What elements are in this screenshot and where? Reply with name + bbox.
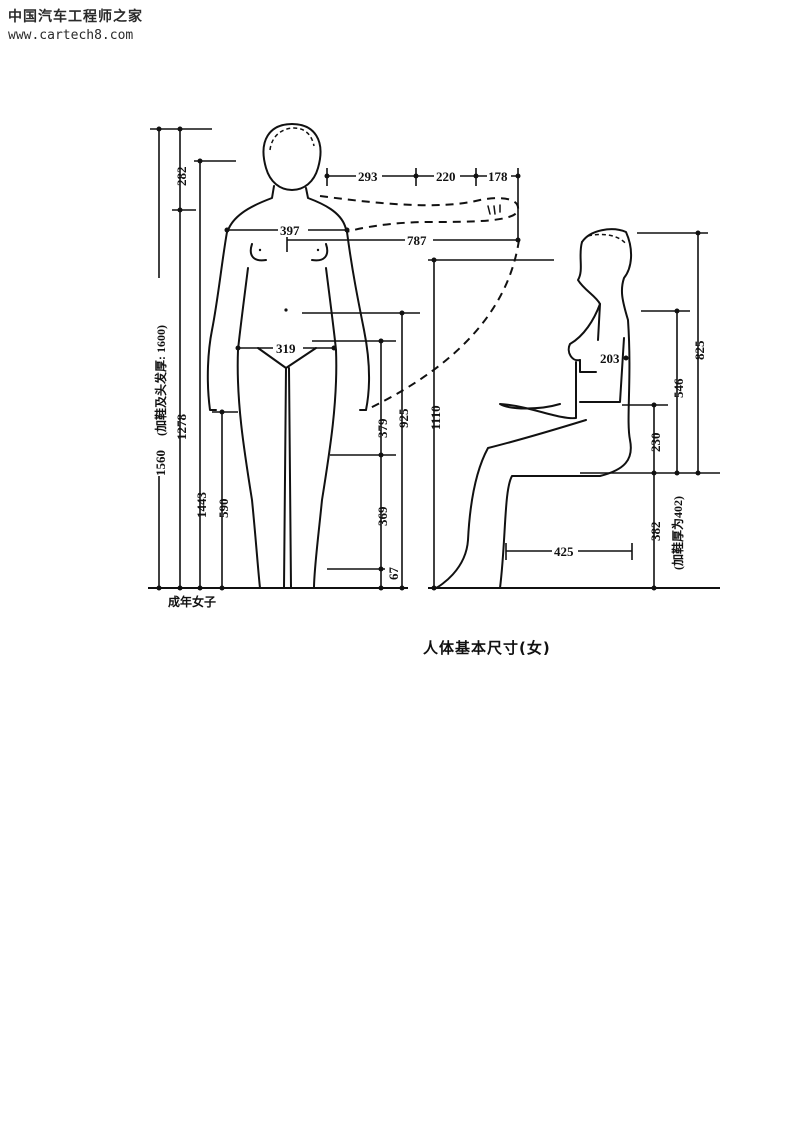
label-shoulder-width: 397 (280, 223, 300, 238)
seated-dimensions (428, 230, 720, 591)
label-shoulder-above-seat: 546 (671, 378, 686, 398)
seated-labels: 1110 825 546 230 203 382 (加鞋厚为402) 425 (428, 340, 707, 570)
watermark-title: 中国汽车工程师之家 (8, 9, 143, 25)
label-height-note: (加鞋及头发厚: 1600) (153, 325, 168, 436)
label-hip-width: 319 (276, 341, 296, 356)
label-arm-segment-2: 220 (436, 169, 456, 184)
watermark-url: www.cartech8.com (8, 28, 134, 43)
standing-dimensions (148, 126, 521, 591)
label-arm-segment-3: 178 (488, 169, 508, 184)
label-ankle-height: 67 (386, 567, 401, 581)
label-shoulder-height: 1278 (174, 414, 189, 441)
label-eye-height: 1443 (194, 492, 209, 519)
label-arm-reach: 787 (407, 233, 427, 248)
label-seat-height-note: (加鞋厚为402) (670, 496, 685, 570)
label-head-height: 282 (174, 167, 189, 187)
standing-figure (206, 123, 371, 589)
label-seated-total-height: 1110 (428, 405, 443, 430)
label-fingertip-height: 590 (216, 499, 231, 519)
label-seat-height: 382 (648, 522, 663, 542)
label-seated-height: 825 (692, 340, 707, 360)
label-thigh-depth: 425 (554, 544, 574, 559)
label-chest-depth: 203 (600, 351, 620, 366)
label-elbow-above-seat: 230 (648, 433, 663, 453)
label-ankle-to-knee: 369 (375, 506, 390, 526)
figure-title: 人体基本尺寸(女) (423, 639, 551, 657)
label-hip-height: 925 (396, 408, 411, 428)
label-height: 1560 (153, 450, 168, 476)
watermark: 中国汽车工程师之家 www.cartech8.com (8, 8, 143, 44)
label-knee-to-hip: 379 (375, 418, 390, 438)
standing-labels: 1560 (加鞋及头发厚: 1600) 1278 282 1443 590 39… (153, 167, 511, 609)
seated-figure (435, 228, 632, 589)
standing-caption: 成年女子 (168, 594, 216, 609)
label-arm-segment-1: 293 (358, 169, 378, 184)
reach-envelope (319, 195, 520, 411)
